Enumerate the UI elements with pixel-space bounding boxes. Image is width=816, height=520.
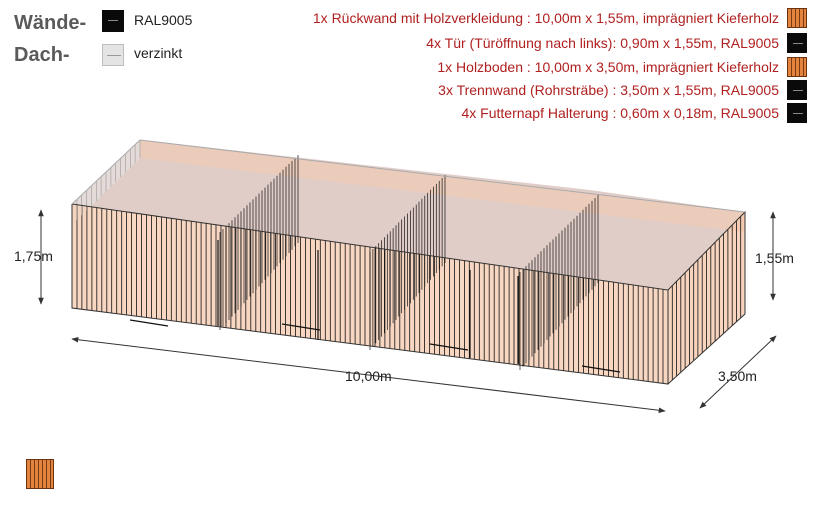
bowl-holder-color-swatch: [787, 103, 807, 123]
roof-material-text: verzinkt: [134, 45, 183, 61]
back-wall: [140, 140, 745, 232]
depth-line: [699, 335, 777, 409]
walls-legend-label: Wände-: [14, 12, 87, 34]
length-label: 10,00m: [345, 368, 392, 384]
part-item-door: 4x Tür (Türöffnung nach links): 0,90m x …: [426, 35, 779, 51]
floor-wood-swatch: [787, 57, 807, 77]
divider-color-swatch: [787, 80, 807, 100]
front-height-label: 1,75m: [14, 248, 53, 264]
part-item-floor: 1x Holzboden : 10,00m x 3,50m, imprägnie…: [437, 59, 779, 75]
walls-material-text: RAL9005: [134, 12, 193, 28]
divider-bars: [219, 155, 599, 370]
roof-legend-label: Dach-: [14, 44, 70, 66]
part-item-back-wall: 1x Rückwand mit Holzverkleidung : 10,00m…: [312, 10, 779, 26]
back-wall-wood-swatch: [787, 8, 807, 28]
walls-color-swatch: [102, 10, 124, 32]
wood-sample-swatch: [26, 459, 54, 489]
part-item-divider: 3x Trennwand (Rohrsträbe) : 3,50m x 1,55…: [438, 82, 779, 98]
right-bars: [667, 212, 746, 384]
depth-label: 3,50m: [718, 368, 757, 384]
length-line: [71, 336, 666, 414]
roof-color-swatch: [102, 44, 124, 66]
part-item-bowl-holder: 4x Futternapf Halterung : 0,60m x 0,18m,…: [461, 105, 779, 121]
back-height-label: 1,55m: [755, 250, 794, 266]
door-color-swatch: [787, 33, 807, 53]
